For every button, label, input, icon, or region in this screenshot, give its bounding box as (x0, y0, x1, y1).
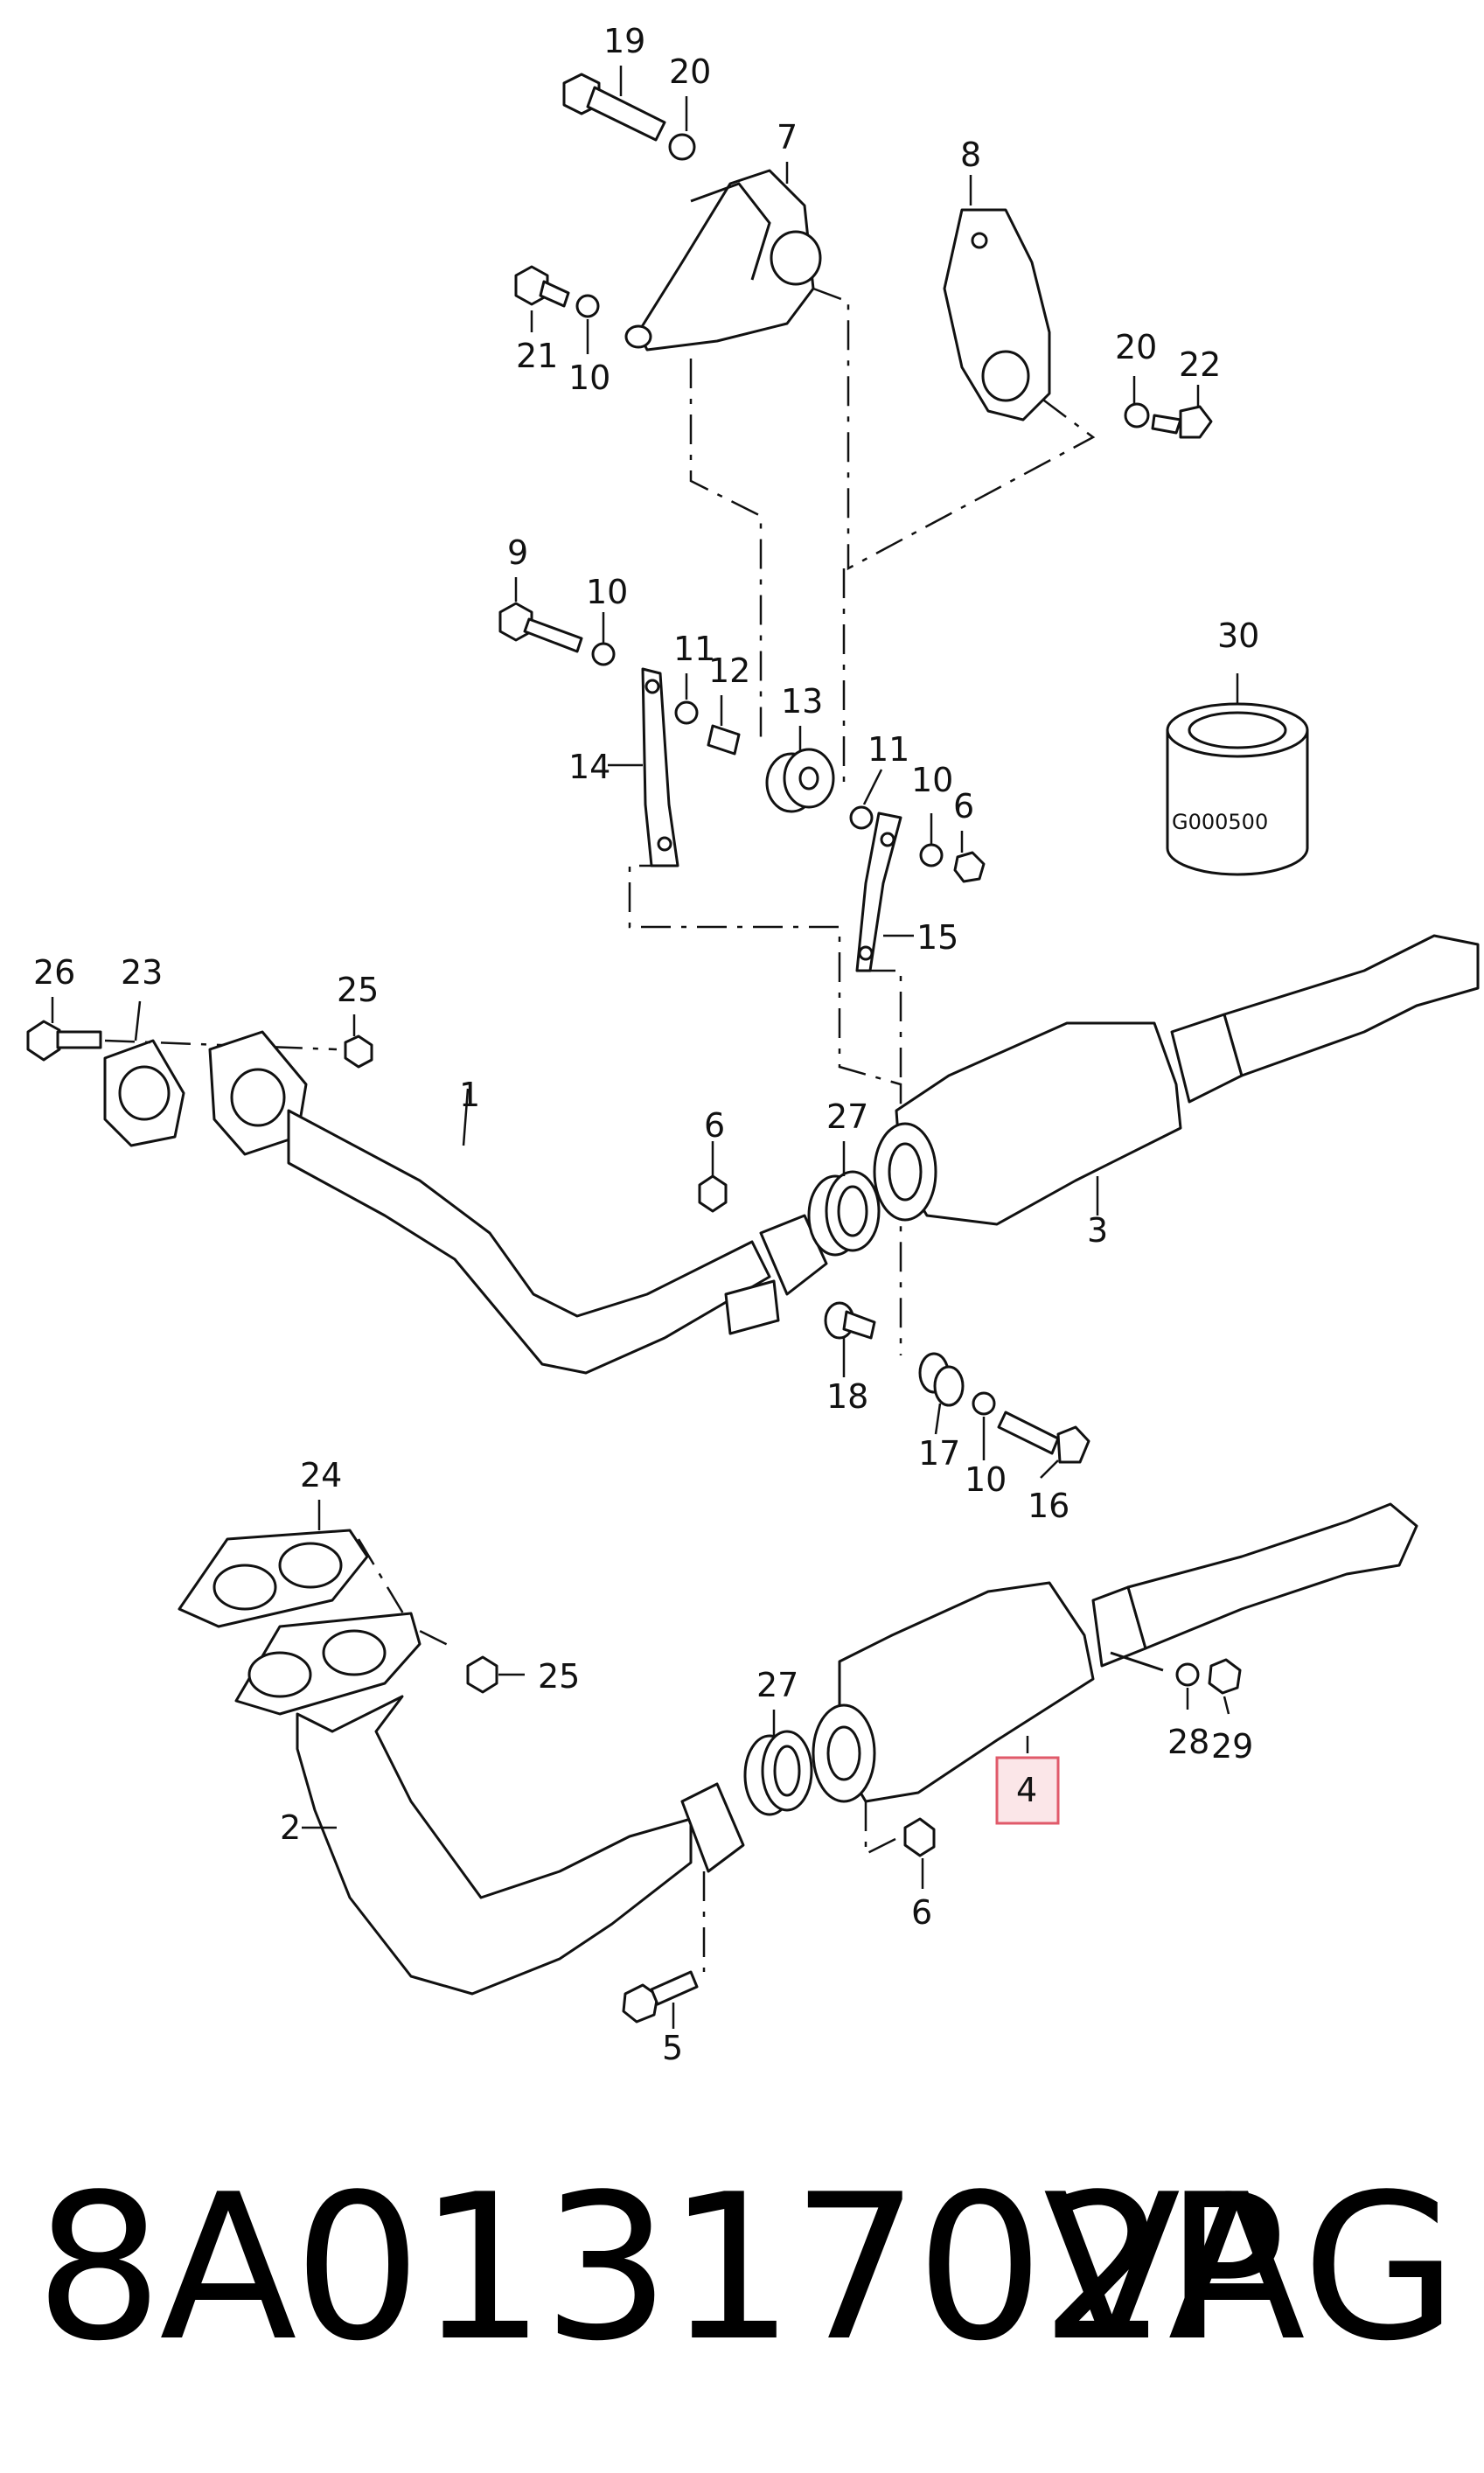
callout-1: 1 (459, 1076, 480, 1114)
callout-22: 22 (1179, 345, 1221, 384)
brand-name: VAG (1042, 2152, 1458, 2386)
callout-30: 30 (1217, 617, 1259, 655)
callout-29: 29 (1211, 1727, 1253, 1766)
hanger-15 (855, 812, 902, 972)
callout-28: 28 (1167, 1723, 1209, 1761)
catalytic-converter-3 (873, 934, 1480, 1226)
callout-10: 10 (586, 573, 628, 611)
sleeve-30: G000500 (1166, 702, 1309, 876)
alignment-line (864, 1801, 902, 1856)
catalytic-converter-4 (812, 1502, 1418, 1803)
bolt-5 (622, 1970, 699, 2024)
callout-10: 10 (568, 359, 610, 397)
front-pipe-2 (234, 1612, 745, 1996)
callout-5: 5 (662, 2029, 683, 2067)
front-pipe-1 (208, 1030, 828, 1375)
callout-9: 9 (507, 533, 528, 572)
nut-25-lower (466, 1655, 498, 1694)
callout-27: 27 (756, 1666, 798, 1704)
callout-6: 6 (911, 1893, 932, 1932)
callout-3: 3 (1087, 1211, 1108, 1250)
gasket-27-lower (743, 1730, 813, 1816)
highlight-box (995, 1756, 1060, 1825)
gasket-27-upper (807, 1170, 881, 1257)
sleeve-12 (707, 724, 741, 756)
callout-11: 11 (673, 630, 715, 668)
callout-6: 6 (704, 1106, 725, 1145)
rubber-17 (918, 1352, 965, 1407)
washer-10-mid (591, 642, 616, 666)
washer-10-lower (972, 1391, 996, 1416)
rubber-18 (824, 1301, 876, 1340)
hanger-14 (641, 667, 679, 867)
callout-21: 21 (516, 337, 558, 375)
callout-16: 16 (1028, 1487, 1069, 1525)
rubber-mount-13 (765, 748, 835, 813)
callout-20: 20 (669, 52, 711, 91)
bolt-9 (498, 602, 583, 653)
callout-20: 20 (1115, 328, 1157, 366)
bolt-19 (562, 73, 666, 142)
callout-24: 24 (300, 1456, 342, 1494)
part-number: 8A0131702P (35, 2152, 1286, 2386)
callout-7: 7 (777, 118, 798, 157)
bolt-16 (997, 1411, 1090, 1464)
bolt-26 (26, 1020, 102, 1062)
callout-11: 11 (867, 730, 909, 769)
alignment-line (689, 359, 763, 743)
callout-25: 25 (337, 971, 379, 1009)
nut-25-upper (344, 1034, 373, 1069)
callout-12: 12 (708, 651, 750, 690)
washer-11-right (849, 805, 874, 830)
callout-18: 18 (826, 1377, 868, 1416)
stamp-text: G000500 (1172, 810, 1268, 834)
callout-6: 6 (953, 787, 974, 825)
flange-24 (178, 1529, 369, 1628)
bolt-21 (514, 265, 570, 308)
exhaust-parts-diagram: G000500 (26, 22, 1480, 2067)
washer-10-right (919, 843, 944, 867)
callout-10: 10 (965, 1460, 1007, 1499)
nut-6-mid (698, 1174, 728, 1213)
callout-26: 26 (33, 953, 75, 992)
callout-19: 19 (603, 22, 645, 60)
bolt-22 (1151, 405, 1213, 439)
nut-6-lower (903, 1817, 936, 1857)
washer-10-upper (575, 294, 600, 318)
callout-labels: 19 20 7 8 21 10 20 22 9 10 11 12 13 14 1… (33, 22, 1259, 2067)
callout-10: 10 (911, 761, 953, 799)
callout-27: 27 (826, 1097, 868, 1136)
alignment-line (866, 969, 902, 1084)
alignment-line (357, 1538, 456, 1650)
callout-8: 8 (960, 136, 981, 174)
alignment-line (812, 287, 1096, 571)
nut-29 (1208, 1658, 1242, 1695)
leader-lines (51, 66, 1239, 2029)
callout-2: 2 (280, 1808, 301, 1847)
washer-11-mid (674, 700, 699, 725)
washer-28 (1175, 1662, 1200, 1687)
callout-4: 4 (1016, 1771, 1037, 1809)
nut-6-upper (953, 851, 986, 883)
flange-23 (103, 1039, 185, 1147)
callout-25: 25 (538, 1657, 580, 1696)
washer-20-upper (668, 133, 696, 161)
callout-17: 17 (918, 1434, 960, 1473)
bracket-8 (943, 208, 1051, 421)
callout-14: 14 (568, 748, 610, 786)
callout-13: 13 (781, 682, 823, 721)
callout-15: 15 (916, 918, 958, 957)
callout-23: 23 (121, 953, 163, 992)
stud-28 (1110, 1651, 1164, 1672)
bracket-7 (624, 169, 822, 352)
alignment-line (628, 864, 902, 1355)
washer-20-right (1124, 402, 1150, 428)
